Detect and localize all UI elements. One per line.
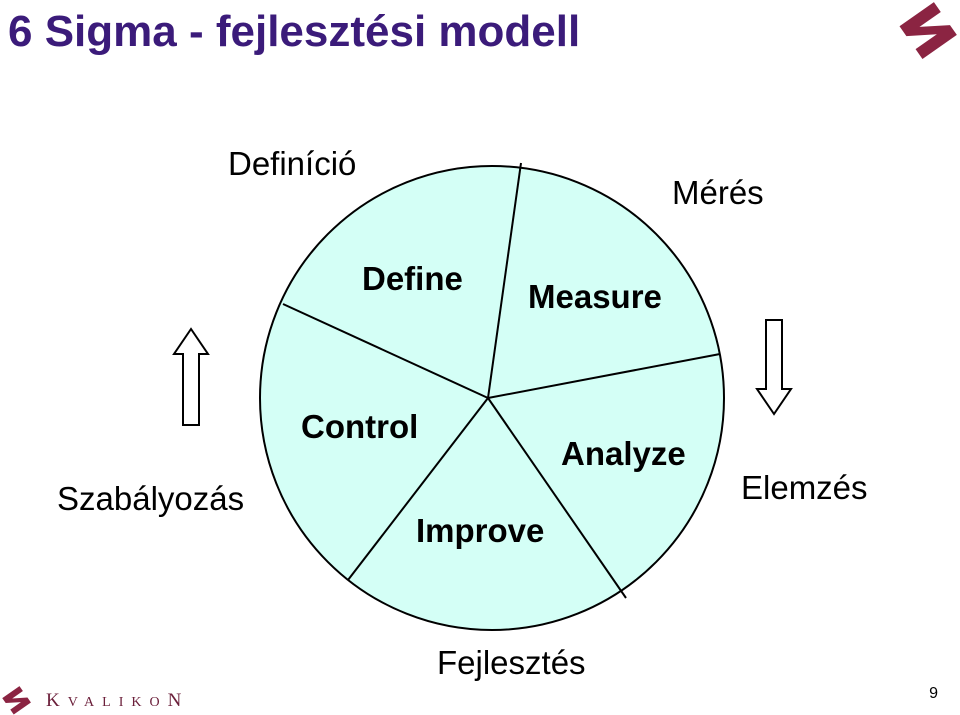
divider-define-measure: [487, 162, 522, 399]
up-arrow-icon: [172, 327, 210, 426]
label-elemzes: Elemzés: [741, 469, 868, 506]
phase-improve: Improve: [416, 512, 545, 549]
page-title: 6 Sigma - fejlesztési modell: [8, 7, 581, 56]
divider-control-define: [282, 303, 489, 399]
divider-measure-analyze: [487, 353, 721, 399]
label-szabalyozas: Szabályozás: [57, 480, 245, 517]
phase-define: Define: [362, 260, 463, 297]
footer-brand: KVALIKON: [46, 690, 190, 711]
down-arrow-icon: [755, 319, 793, 416]
footer-logo-icon: [2, 686, 31, 715]
label-meres: Mérés: [672, 174, 764, 211]
phase-measure: Measure: [528, 278, 662, 315]
label-definicio: Definíció: [228, 145, 357, 182]
divider-improve-control: [347, 397, 489, 581]
divider-analyze-improve: [487, 397, 627, 599]
phase-analyze: Analyze: [561, 435, 686, 472]
page-number: 9: [929, 685, 938, 702]
label-fejlesztes: Fejlesztés: [437, 644, 586, 681]
phase-control: Control: [301, 408, 419, 445]
